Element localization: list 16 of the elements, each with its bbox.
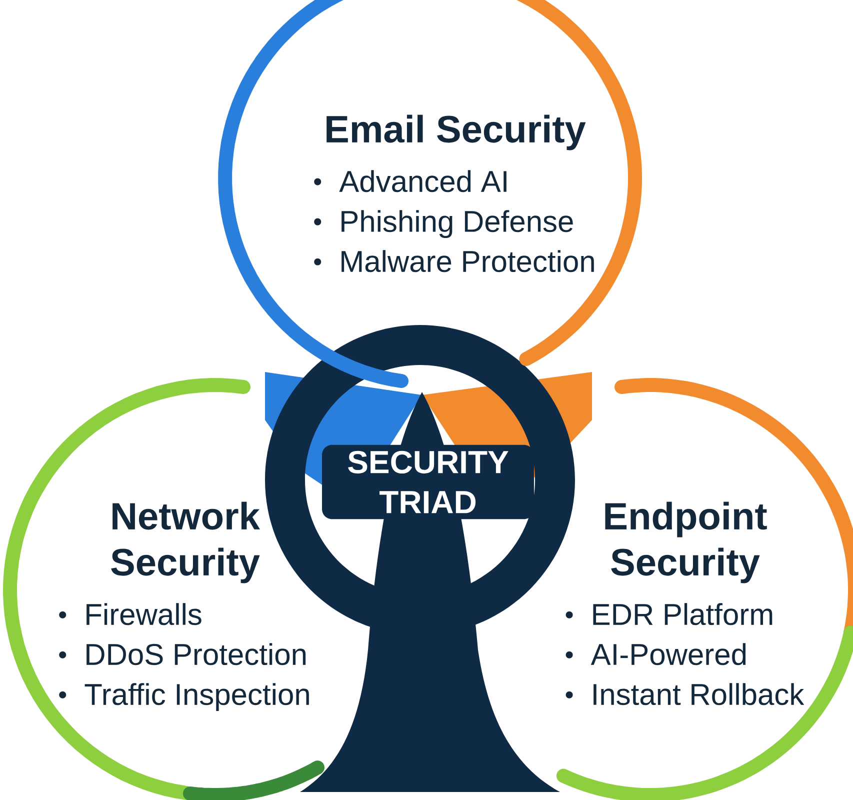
center-label: SECURITY TRIAD [322,444,534,520]
node-label: AI-Powered [590,643,746,666]
security-ring: Network Security Firewalls DDoS Protection Traffic Inspection [3,378,324,800]
security-ring: Email Security Advanced AI Phishing Defense Malware Protection [218,0,642,388]
node-label: Traffic Inspection [84,683,309,712]
node-label: DDoS Protection [86,643,306,666]
node-label: EDR Platform [593,603,772,626]
node-label: Firewalls [86,603,202,626]
node-label: Network Security [111,502,260,584]
node-label: Malware Protection [342,250,594,272]
node-label: Endpoint Security [605,502,767,584]
node-label: Instant Rollback [594,683,804,706]
node-label: Email Security [326,114,586,150]
node-label: Advanced AI [339,170,506,192]
node-label: Phishing Defense [342,210,573,238]
security-ring: Endpoint Security EDR Platform AI-Powered Instant Rollback [556,378,853,800]
